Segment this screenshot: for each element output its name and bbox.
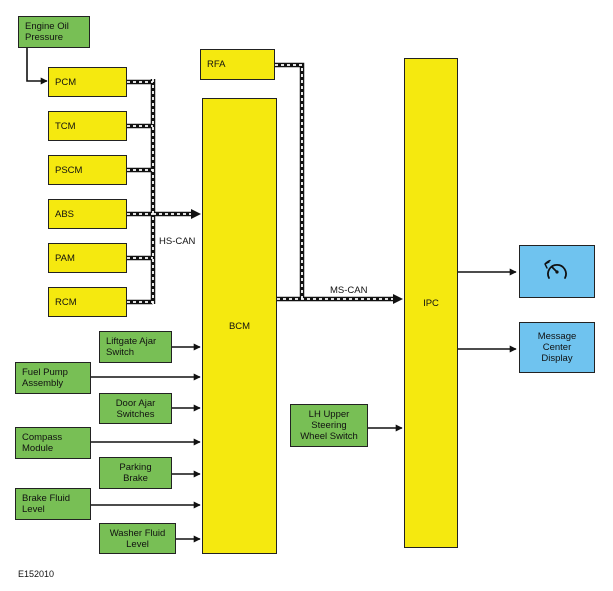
- pam-box: PAM: [48, 243, 127, 273]
- fuel-pump-assembly-box: Fuel Pump Assembly: [15, 362, 91, 394]
- hs-can-bus: [127, 79, 201, 305]
- figure-id-label: E152010: [18, 569, 55, 579]
- hs-can-label: HS-CAN: [159, 236, 196, 247]
- ms-can-bus: [275, 62, 403, 304]
- connector-engine-oil-to-pcm: [26, 48, 48, 85]
- pcm-box: PCM: [48, 67, 127, 97]
- abs-box: ABS: [48, 199, 127, 229]
- parking-brake-box: Parking Brake: [99, 457, 172, 489]
- rcm-box: RCM: [48, 287, 127, 317]
- washer-fluid-level-box: Washer Fluid Level: [99, 523, 176, 554]
- door-ajar-switches-box: Door Ajar Switches: [99, 393, 172, 424]
- ipc-output-arrows: [458, 268, 517, 353]
- liftgate-ajar-switch-box: Liftgate Ajar Switch: [99, 331, 172, 363]
- rfa-box: RFA: [200, 49, 275, 80]
- ms-can-label: MS-CAN: [330, 285, 368, 296]
- speedometer-warning-icon: [544, 259, 567, 279]
- brake-fluid-level-box: Brake Fluid Level: [15, 488, 91, 520]
- speedometer-output-box: [519, 245, 595, 298]
- message-center-display-box: Message Center Display: [519, 322, 595, 373]
- engine-oil-pressure-box: Engine Oil Pressure: [18, 16, 90, 48]
- bcm-input-arrows: [91, 343, 201, 543]
- compass-module-box: Compass Module: [15, 427, 91, 459]
- pscm-box: PSCM: [48, 155, 127, 185]
- bcm-box: BCM: [202, 98, 277, 554]
- lh-upper-steering-wheel-switch-box: LH Upper Steering Wheel Switch: [290, 404, 368, 447]
- tcm-box: TCM: [48, 111, 127, 141]
- ipc-box: IPC: [404, 58, 458, 548]
